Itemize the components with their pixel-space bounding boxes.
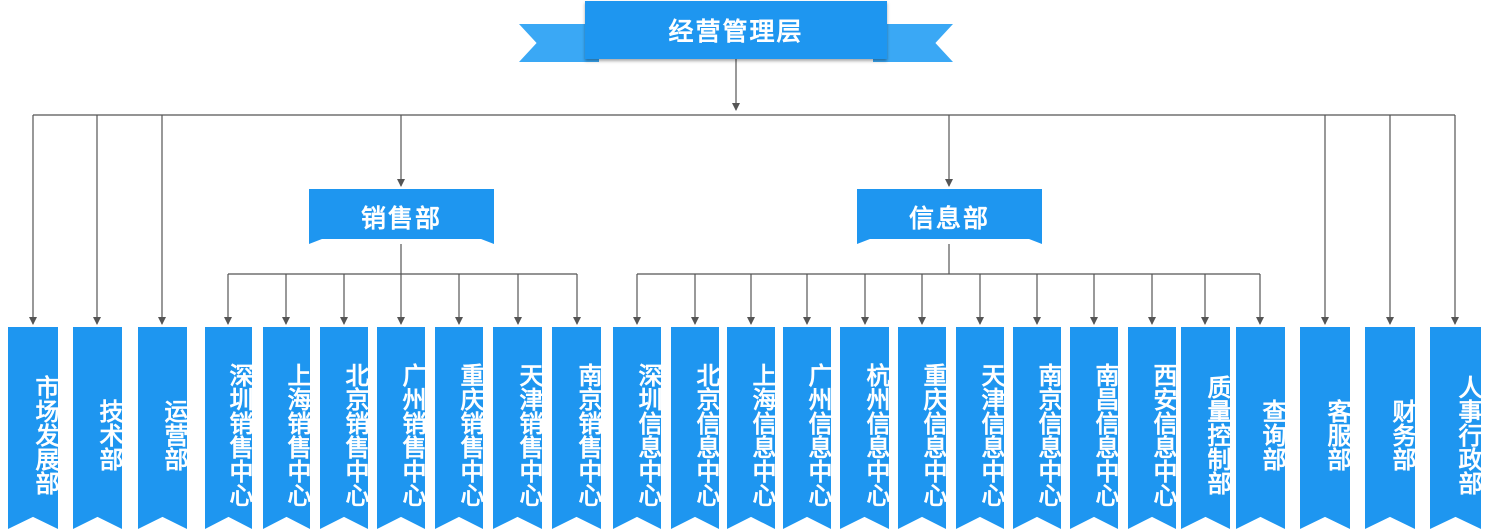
leaf-node-finance: 财务部	[1365, 327, 1415, 529]
leaf-node-hr-admin: 人事行政部	[1430, 327, 1481, 529]
leaf-node-info-nanjing: 南京信息中心	[1013, 327, 1061, 529]
group-node-info: 信息部	[857, 189, 1042, 244]
group-node-sales: 销售部	[309, 189, 494, 244]
leaf-node-info-tianjin: 天津信息中心	[956, 327, 1004, 529]
leaf-node-sales-tianjin: 天津销售中心	[493, 327, 542, 529]
leaf-node-info-xian: 西安信息中心	[1128, 327, 1176, 529]
leaf-node-operations: 运营部	[138, 327, 187, 529]
leaf-node-info-guangzhou: 广州信息中心	[783, 327, 831, 529]
leaf-node-info-beijing: 北京信息中心	[671, 327, 719, 529]
leaf-node-market-development: 市场发展部	[8, 327, 58, 529]
leaf-node-info-hangzhou: 杭州信息中心	[840, 327, 889, 529]
leaf-node-info-shenzhen: 深圳信息中心	[613, 327, 661, 529]
leaf-node-customer-service: 客服部	[1300, 327, 1350, 529]
leaf-node-sales-beijing: 北京销售中心	[320, 327, 368, 529]
leaf-node-info-nanchang: 南昌信息中心	[1070, 327, 1118, 529]
leaf-node-sales-chongqing: 重庆销售中心	[435, 327, 483, 529]
leaf-node-tech: 技术部	[73, 327, 122, 529]
leaf-node-inquiry: 查询部	[1236, 327, 1285, 529]
root-node-management: 经营管理层	[585, 1, 887, 59]
leaf-node-sales-shenzhen: 深圳销售中心	[205, 327, 252, 529]
leaf-node-sales-guangzhou: 广州销售中心	[377, 327, 425, 529]
leaf-node-sales-nanjing: 南京销售中心	[552, 327, 601, 529]
leaf-node-info-shanghai: 上海信息中心	[727, 327, 775, 529]
leaf-node-quality-control: 质量控制部	[1181, 327, 1230, 529]
leaf-node-sales-shanghai: 上海销售中心	[263, 327, 310, 529]
leaf-node-info-chongqing: 重庆信息中心	[898, 327, 946, 529]
